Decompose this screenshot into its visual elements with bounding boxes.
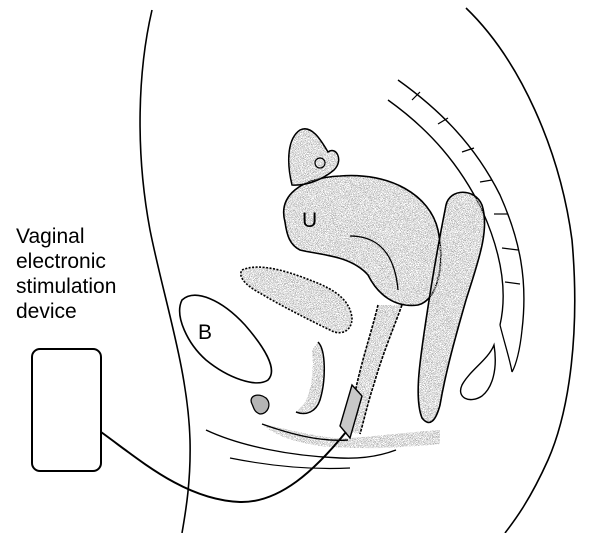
coccyx-tip (500, 325, 522, 372)
labial-mark (251, 395, 269, 414)
device-label-line1: Vaginal (16, 224, 116, 249)
device-label-line3: stimulation (16, 274, 116, 299)
device-label-line4: device (16, 299, 116, 324)
device-label-line2: electronic (16, 249, 116, 274)
uterus-label: U (302, 209, 317, 233)
device-label: Vaginal electronic stimulation device (16, 224, 116, 324)
bowel-loop (241, 267, 352, 333)
stimulation-device-box (31, 348, 102, 472)
posterior-loop (461, 345, 496, 400)
bladder-label: B (198, 321, 212, 345)
urethra (296, 342, 324, 414)
posterior-back-contour (466, 8, 575, 533)
anterior-body-contour (140, 10, 190, 533)
bladder (180, 295, 272, 382)
perineum (206, 424, 440, 469)
